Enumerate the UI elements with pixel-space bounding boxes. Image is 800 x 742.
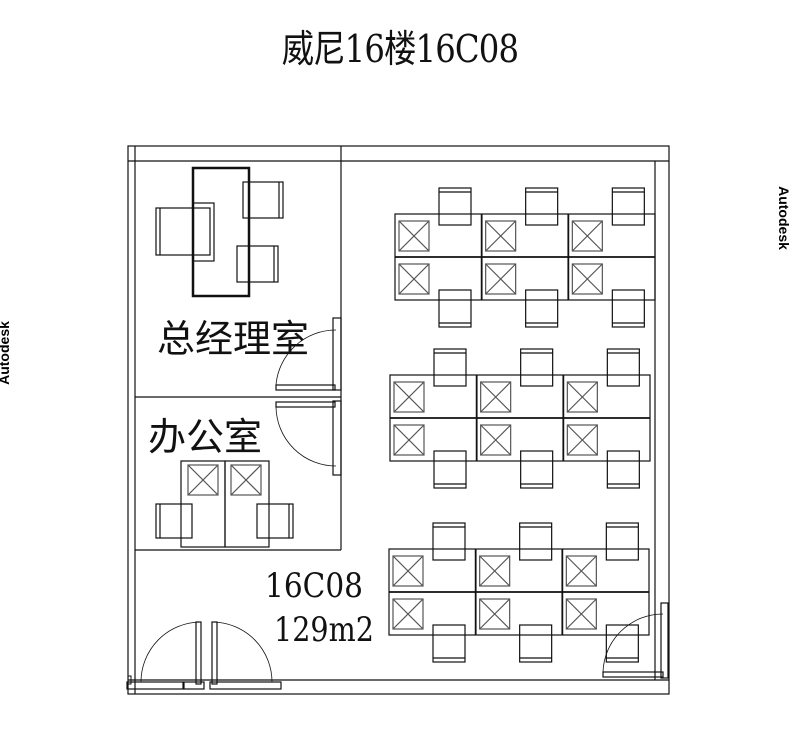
gm-office-door [275,317,342,391]
gm-desk [155,166,284,298]
area-label: 129m2 [274,610,374,650]
page-title: 威尼16楼16C08 [281,27,519,71]
office-desks [155,460,294,548]
unit-id-label: 16C08 [265,566,363,606]
entrance-door [126,621,282,690]
office-door [275,400,342,476]
room-label-office: 办公室 [148,415,262,459]
workstation-clusters [388,187,656,663]
room-label-gm-office: 总经理室 [157,317,309,361]
side-door [602,602,669,679]
